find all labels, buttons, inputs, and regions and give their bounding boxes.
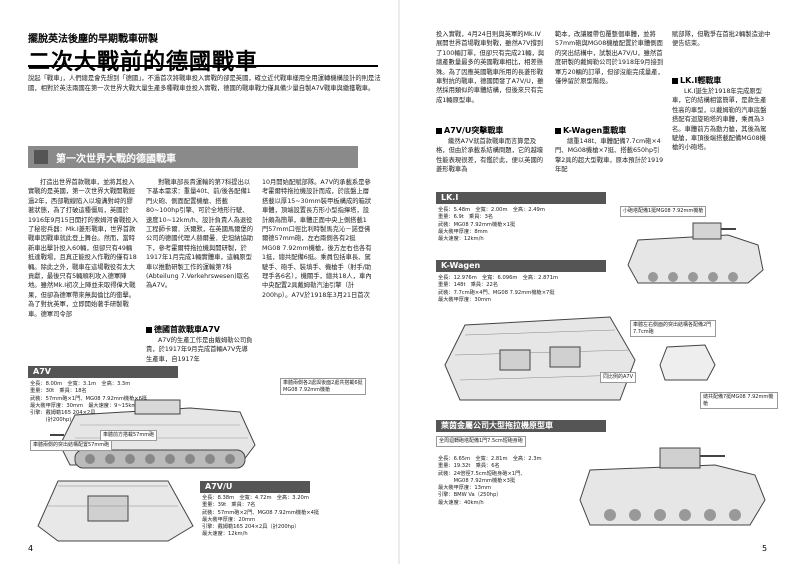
left-column-3: 10月開始配賦部隊。A7V的承載系是參考霍爾特拖拉機設計而成，於底盤上層搭載以厚…	[262, 178, 372, 300]
left-column-2: 對戰車部長貴運輸的第7科提出以下基本需求：重量40t、前/後各配備1門火砲、側面…	[146, 178, 254, 291]
article-title: 二次大戰前的德國戰車	[28, 50, 259, 75]
lk1-illustration	[627, 222, 764, 284]
page-gutter	[398, 0, 400, 564]
callout-kwagen-mg: 總共配備7挺MG08 7.92mm機槍	[700, 392, 778, 409]
body-text: 打造出世界首款戰車，並將其投入實戰的是英國，第一次世界大戰開戰經過2年，西部戰線…	[28, 179, 138, 318]
right-column-3b: LK.I誕生於1918年完成原型車，它的結構相當簡單，是款生產性高的車型，以戴姆…	[672, 87, 772, 153]
right-column-2: 範本，改讓履帶包覆整個車體，並將57mm砲與MG08機槍配置於車體側面的突出結構…	[555, 30, 665, 86]
callout-heavy: 全周迴轉砲塔配備1門7.5cm短砲身砲	[436, 436, 526, 447]
left-page: 擺脫英法後塵的早期戰車研製 二次大戰前的德國戰車 說起「戰車」，人們總是會先想到…	[0, 0, 399, 564]
subheading-a7v: 德國首款戰車A7V	[146, 324, 220, 335]
series-title: 擺脫英法後塵的早期戰車研製	[28, 34, 158, 45]
callout-kwagen-side: 車體左右側面的突出結構各配備2門7.7cm砲	[630, 320, 716, 337]
figure-label-lk1: LK.I	[436, 192, 606, 204]
right-column-1: 投入實戰，4月24日則與英軍的Mk.IV展開世界首場戰車對戰，雖然A7V撐到了1…	[436, 30, 546, 105]
title-rule	[28, 65, 378, 67]
right-page: 投入實戰，4月24日則與英軍的Mk.IV展開世界首場戰車對戰，雖然A7V撐到了1…	[400, 0, 799, 564]
right-column-1b: 繼然A7V就首款戰車而言算是及格，但由於承載系結構問題，它的越壕性能表現很差，有…	[436, 137, 546, 175]
section-marker	[34, 150, 48, 164]
right-column-2b: 總重148t、車體配備7.7cm砲×4門、MG08機槍×7挺、搭載650hp引擎…	[555, 137, 665, 175]
body-text: 投入實戰，4月24日則與英軍的Mk.IV展開世界首場戰車對戰，雖然A7V撐到了1…	[436, 31, 545, 104]
body-text: LK.I誕生於1918年完成原型車，它的結構相當簡單，是款生產性高的車型，以戴姆…	[672, 88, 767, 152]
body-text: 10月開始配賦部隊。A7V的承載系是參考霍爾特拖拉機設計而成，於底盤上層搭載以厚…	[262, 179, 372, 299]
figure-label-a7vu: A7V/U	[200, 481, 310, 493]
left-column-2b: A7V的生產工作是由戴姆勒公司負責，於1917年9月完成首輛A7V先導生產車，自…	[146, 336, 254, 364]
callout-a7v-mg: 車體兩側各2處與後面2處共搭載6挺MG08 7.92mm機槍	[280, 378, 366, 395]
heavy-tractor-illustration	[579, 447, 766, 526]
left-column-1: 打造出世界首款戰車，並將其投入實戰的是英國，第一次世界大戰開戰經過2年，西部戰線…	[28, 178, 138, 319]
body-text: 總重148t、車體配備7.7cm砲×4門、MG08機槍×7挺、搭載650hp引擎…	[555, 138, 664, 174]
subheading-lk1: LK.I輕戰車	[672, 75, 721, 86]
callout-a7v-front: 車體前方搭載57mm砲	[100, 430, 158, 441]
callout-a7v-side: 車體兩側的突出結構配置57mm砲	[30, 440, 113, 451]
figure-label-heavy: 萊茵金屬公司大型拖拉機原型車	[436, 420, 606, 432]
figure-label-kwagen: K-Wagen	[436, 260, 606, 272]
page-number: 5	[762, 544, 768, 553]
callout-lk1: 小砲塔配備1挺MG08 7.92mm機槍	[620, 206, 707, 217]
body-text: 賦部隊，但戰爭在首批2輛製造途中便告結束。	[672, 31, 771, 48]
a7v-illustration	[50, 399, 256, 469]
figure-label-a7v: A7V	[28, 366, 178, 378]
subheading-kwagen: K-Wagen重戰車	[555, 125, 626, 136]
subheading-a7vu: A7V/U突擊戰車	[436, 125, 503, 136]
section-banner: 第一次世界大戰的德國戰車	[28, 146, 358, 168]
right-column-3: 賦部隊，但戰爭在首批2輛製造途中便告結束。	[672, 30, 772, 49]
callout-kwagen-a7v: 同比例的A7V	[600, 372, 637, 383]
page-number: 4	[28, 544, 34, 553]
body-text: 對戰車部長貴運輸的第7科提出以下基本需求：重量40t、前/後各配備1門火砲、側面…	[146, 179, 254, 290]
a7vu-illustration	[37, 480, 194, 542]
body-text: 範本，改讓履帶包覆整個車體，並將57mm砲與MG08機槍配置於車體側面的突出結構…	[555, 31, 664, 86]
a7v-scale-illustration	[659, 344, 716, 381]
section-title: 第一次世界大戰的德國戰車	[56, 154, 176, 165]
body-text: A7V的生產工作是由戴姆勒公司負責，於1917年9月完成首輛A7V先導生產車，自…	[146, 337, 253, 363]
kwagen-illustration	[444, 316, 636, 401]
intro-paragraph: 說起「戰車」，人們總是會先想到「德國」，不過首次將戰車投入實戰的卻是英國，確立近…	[28, 75, 381, 92]
body-text: 繼然A7V就首款戰車而言算是及格，但由於承載系結構問題，它的越壕性能表現很差，有…	[436, 138, 544, 174]
